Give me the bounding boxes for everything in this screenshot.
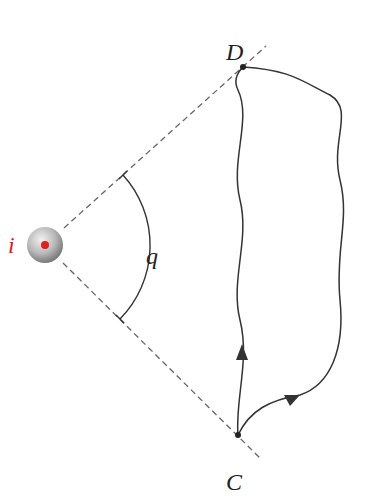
point-marker [235, 432, 241, 438]
point-marker [240, 64, 246, 70]
arrowhead [236, 344, 248, 360]
arc-tick [116, 315, 124, 323]
point-label: q [146, 244, 158, 268]
path-curve [238, 67, 344, 435]
dashed-ray [64, 46, 266, 228]
angle-arc [120, 175, 150, 319]
path-curve [236, 67, 244, 435]
arrowhead [284, 395, 300, 406]
point-label: D [226, 40, 243, 64]
wire-cross-section [27, 227, 63, 263]
arc-tick [119, 171, 127, 179]
point-label: i [8, 233, 15, 257]
current-dot [41, 241, 49, 249]
dashed-ray [63, 263, 262, 460]
point-label: C [226, 470, 242, 494]
